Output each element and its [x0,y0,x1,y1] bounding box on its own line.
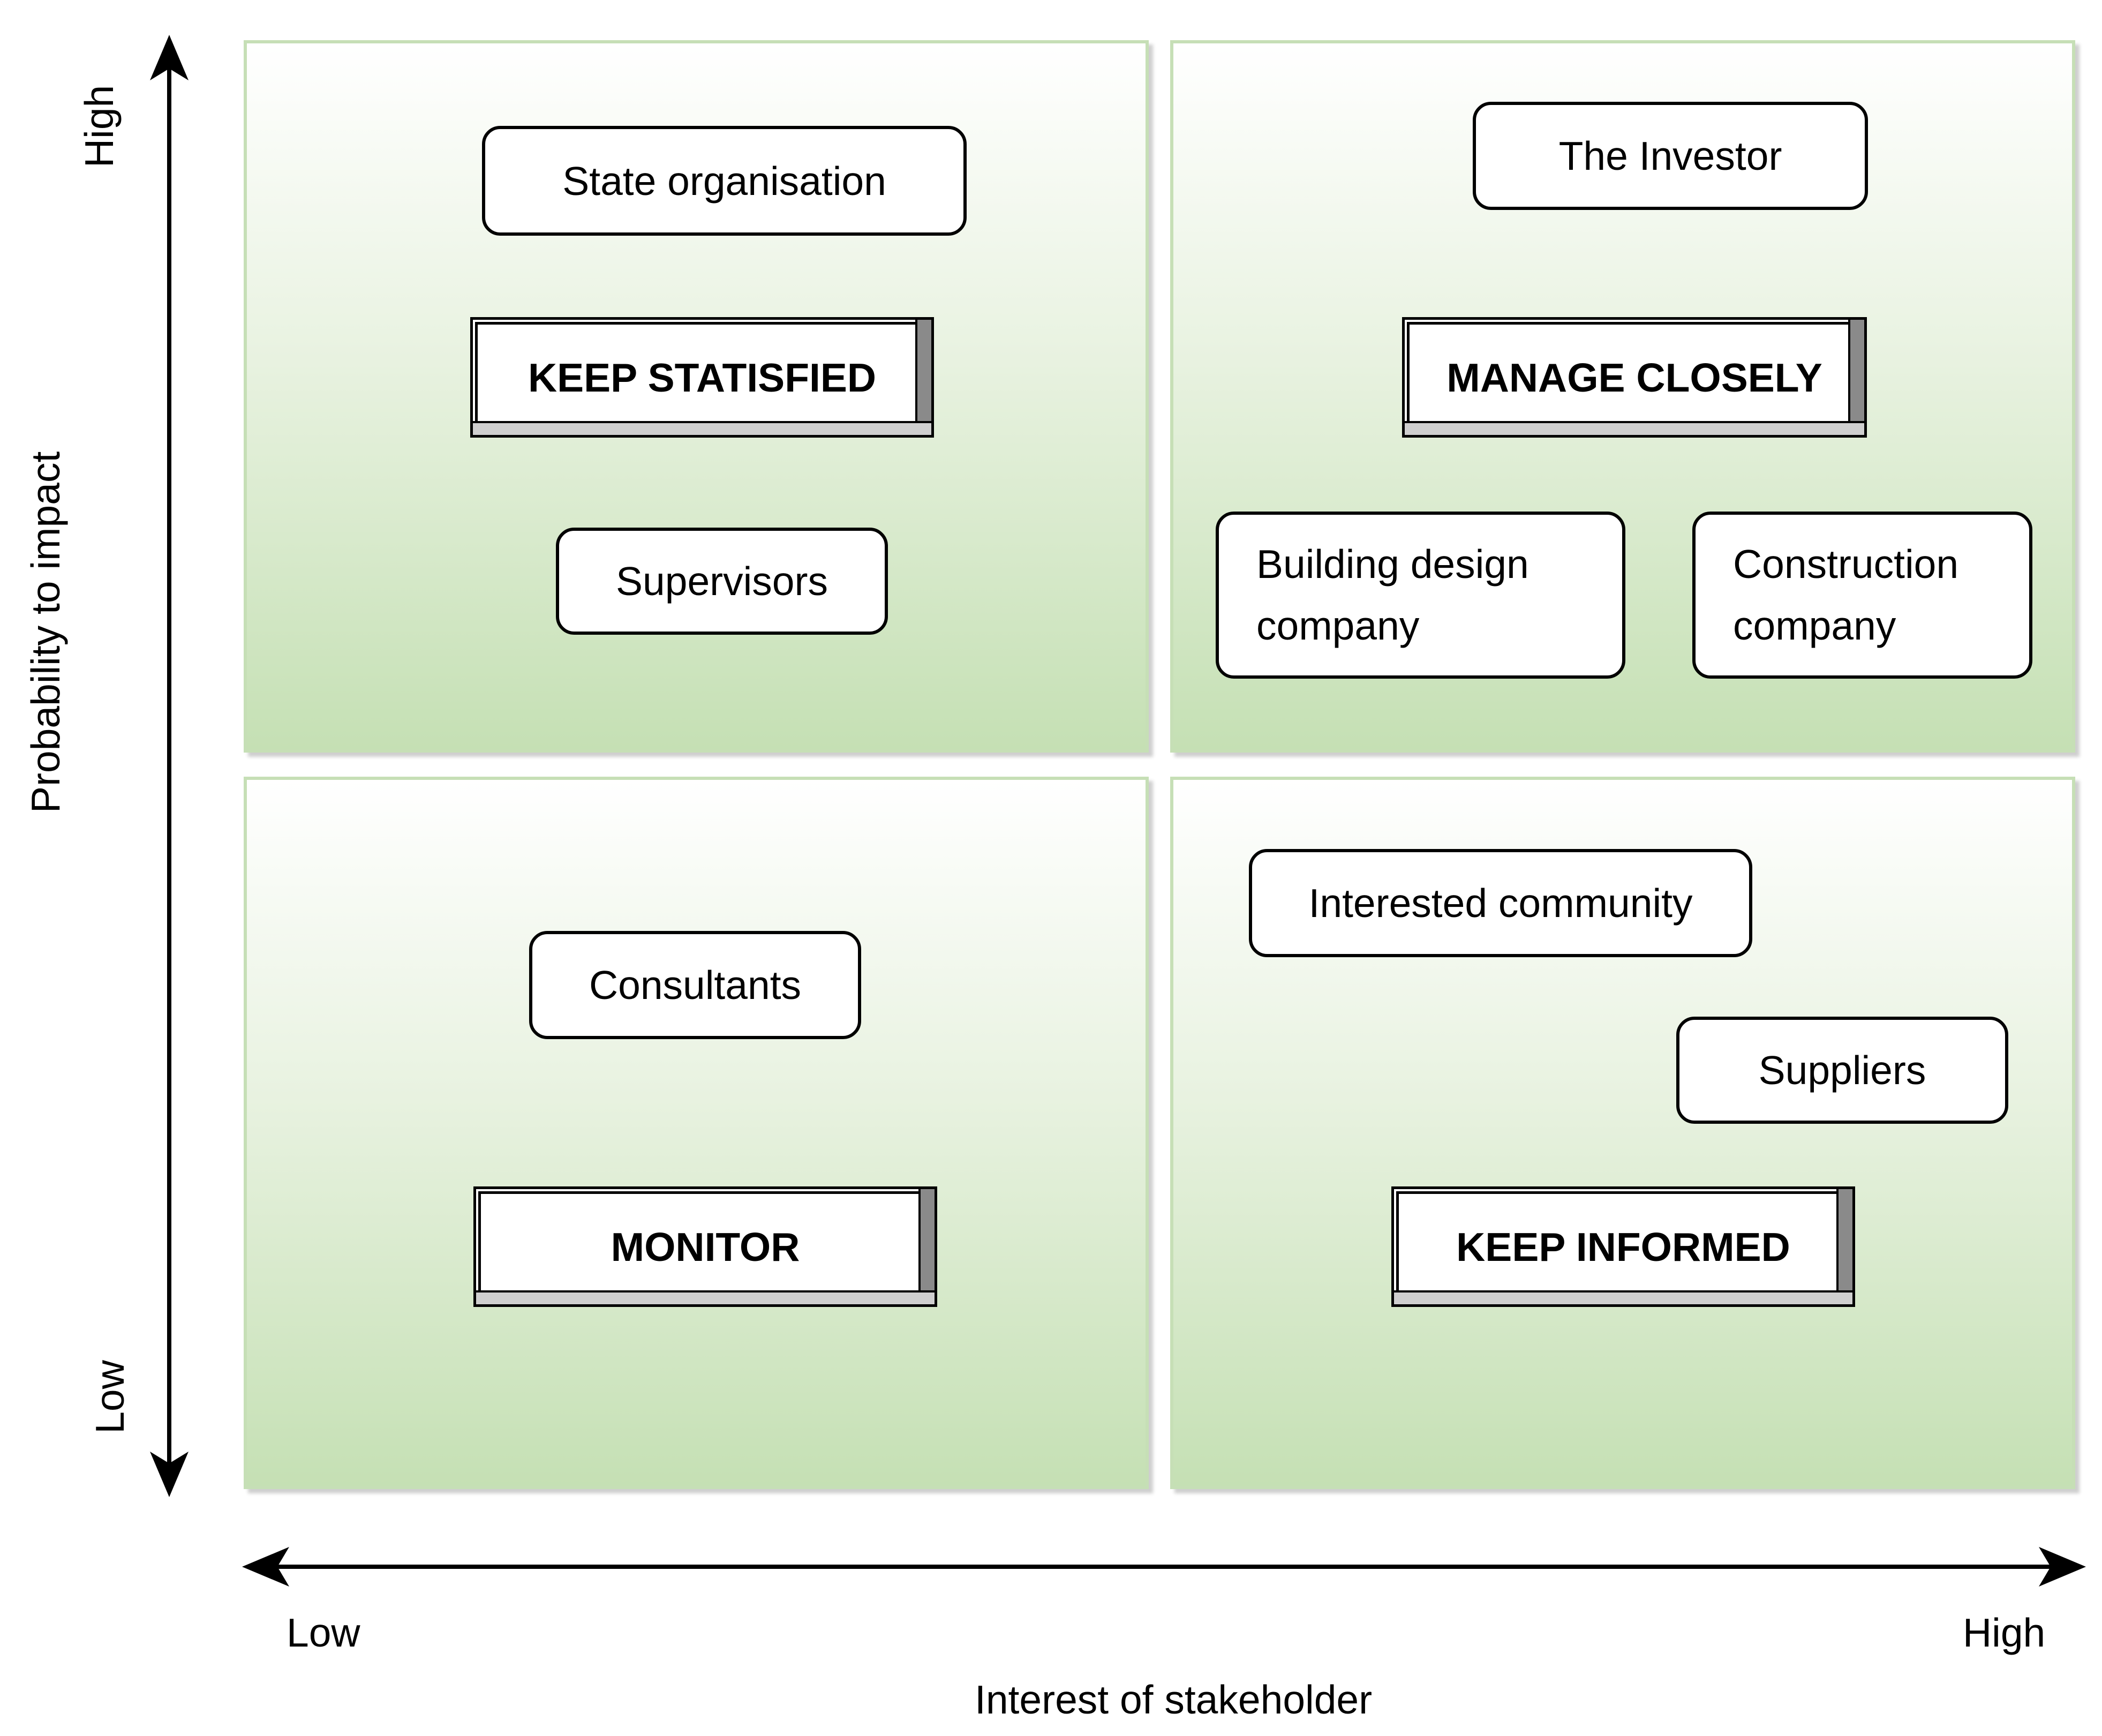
x-axis-high-label: High [1963,1610,2046,1655]
strategy-manage-closely: MANAGE CLOSELY [1402,317,1867,438]
y-axis-low-label: Low [87,1360,132,1434]
y-axis-high-label: High [77,85,122,168]
stakeholder-construction-company: Construction company [1692,512,2032,679]
strategy-label: KEEP INFORMED [1456,1224,1790,1269]
stakeholder-supervisors: Supervisors [556,528,888,635]
stakeholder-consultants: Consultants [529,931,861,1039]
strategy-label: MONITOR [611,1224,800,1269]
x-axis-arrow [242,1547,2086,1587]
y-axis-arrow [150,35,189,1497]
stakeholder-suppliers: Suppliers [1676,1017,2008,1124]
stakeholder-label: Construction company [1733,542,1959,648]
strategy-monitor: MONITOR [473,1186,937,1307]
strategy-keep-satisfied: KEEP STATISFIED [470,317,934,438]
stakeholder-the-investor: The Investor [1473,102,1868,210]
x-axis-title: Interest of stakeholder [975,1677,1373,1722]
quadrant-monitor [244,777,1149,1489]
stakeholder-label: Building design company [1256,542,1529,648]
y-axis-title: Probability to impact [23,451,68,813]
strategy-label: MANAGE CLOSELY [1446,355,1822,400]
strategy-label: KEEP STATISFIED [528,355,877,400]
stakeholder-state-organisation: State organisation [482,126,967,236]
strategy-keep-informed: KEEP INFORMED [1391,1186,1855,1307]
stakeholder-interested-community: Interested community [1249,849,1752,957]
x-axis-low-label: Low [287,1610,360,1655]
stakeholder-building-design-company: Building design company [1216,512,1625,679]
